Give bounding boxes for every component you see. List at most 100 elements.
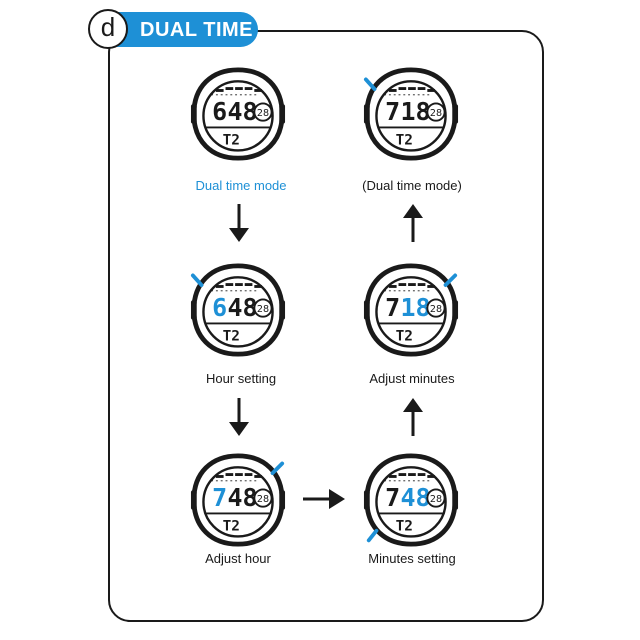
date-subdial [253,298,273,318]
segment-bar [225,87,234,90]
segment-bar [225,473,234,476]
segment-bar [215,89,224,92]
segment-bar [408,283,416,286]
hour-digits: 7 [212,483,227,512]
minute-digits: 48 [227,483,257,512]
dual-time-indicator: T2 [396,329,413,345]
watch-display [202,466,274,538]
dual-time-indicator: T2 [396,133,413,149]
hour-digits: 6 [212,293,227,322]
step-label-dual-time-mode: Dual time mode [195,178,287,193]
watch-lug [452,104,459,124]
segment-bar [388,285,397,288]
watch-lug [279,104,286,124]
segment-bar [398,283,407,286]
button-indicator-icon [366,528,379,543]
step-label-minutes-setting: Minutes setting [368,551,456,566]
date-value: 28 [257,494,269,505]
date-subdial [426,488,446,508]
segment-bar [235,87,243,90]
minute-digits: 18 [400,293,430,322]
segment-bar [244,87,253,90]
minute-digits: 48 [400,483,430,512]
dual-time-indicator: T2 [223,133,240,149]
button-indicator-icon [443,273,458,287]
step-label-hour-setting: Hour setting [205,371,277,386]
hour-digits: 7 [385,483,400,512]
date-subdial [253,488,273,508]
watch-lug [363,104,370,124]
step-label-dual-time-mode-return: (Dual time mode) [362,178,462,193]
segment-bar [225,283,234,286]
watch-lug [279,490,286,510]
watch-lug [190,104,197,124]
date-subdial [426,298,446,318]
segment-bar [408,87,416,90]
segment-bar [417,87,426,90]
segment-bar [427,285,435,288]
button-indicator-icon [270,461,285,476]
date-subdial [253,102,273,122]
segment-bar [398,473,407,476]
content-frame [108,30,544,622]
watch-lug [452,490,459,510]
minute-digits: 48 [227,97,257,126]
segment-bar [235,283,243,286]
minute-digits: 18 [400,97,430,126]
section-title: DUAL TIME [140,19,254,41]
minute-digits: 48 [227,293,257,322]
date-value: 28 [257,108,269,119]
date-value: 28 [430,108,442,119]
section-badge: d [88,9,128,49]
arrow-up-icon [403,204,423,242]
segment-bar [254,285,262,288]
date-value: 28 [257,304,269,315]
dual-time-indicator: T2 [223,519,240,535]
segment-bar [388,89,397,92]
date-subdial [426,102,446,122]
segment-bar [244,473,253,476]
segment-bar [254,89,262,92]
segment-bar [215,285,224,288]
hour-digits: 7 [385,293,400,322]
watch-lug [363,490,370,510]
date-value: 28 [430,494,442,505]
watch-display [202,276,274,348]
hour-digits: 6 [212,97,227,126]
segment-bar [235,473,243,476]
watch-lug [452,300,459,320]
segment-bar [388,475,397,478]
segment-bar [417,283,426,286]
dual-time-indicator: T2 [396,519,413,535]
segment-bar [254,475,262,478]
button-indicator-icon [190,273,204,287]
segment-bar [408,473,416,476]
watch-lug [279,300,286,320]
step-label-adjust-minutes: Adjust minutes [369,371,455,386]
watch-display [375,276,447,348]
arrow-up-icon [403,398,423,436]
segment-bar [427,475,435,478]
dual-time-indicator: T2 [223,329,240,345]
segment-bar [417,473,426,476]
watch-lug [190,490,197,510]
hour-digits: 7 [385,97,400,126]
arrow-right-icon [303,489,345,509]
segment-bar [215,475,224,478]
arrow-down-icon [229,398,249,436]
arrow-down-icon [229,204,249,242]
watch-display [202,80,274,152]
watch-lug [190,300,197,320]
segment-bar [398,87,407,90]
step-label-adjust-hour: Adjust hour [205,551,271,566]
segment-bar [244,283,253,286]
watch-display [375,466,447,538]
watch-lug [363,300,370,320]
date-value: 28 [430,304,442,315]
